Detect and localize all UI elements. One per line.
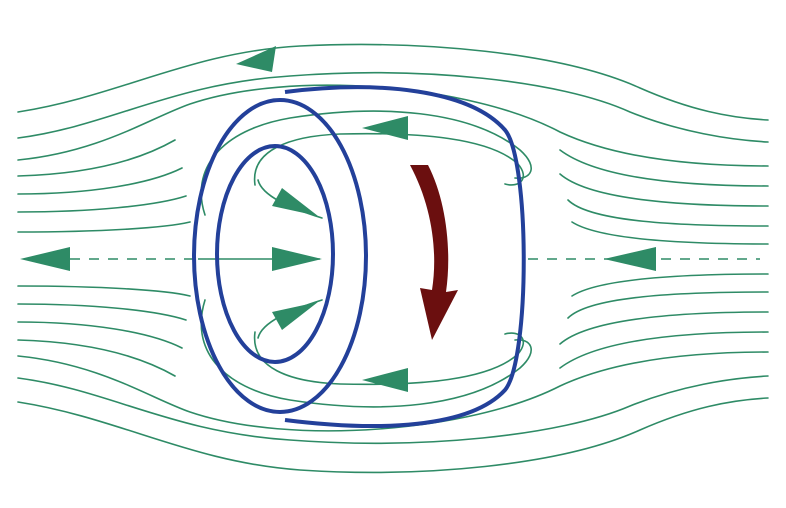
- streamline-lower-3: [17, 351, 769, 432]
- arrow-inner-upper: [272, 188, 318, 216]
- streamline-upper-5: [17, 167, 769, 207]
- vortex-ring: [192, 85, 526, 429]
- arrow-top-left: [236, 46, 276, 72]
- streamline-upper-2: [17, 72, 769, 143]
- streamline-upper-7: [17, 221, 769, 245]
- streamline-lower-4: [17, 331, 769, 377]
- streamline-lower-2: [17, 375, 769, 444]
- streamline-upper-4: [17, 139, 769, 187]
- flow-arrowheads: [20, 46, 656, 392]
- ring-outer-body: [284, 85, 526, 429]
- streamline-lower-1: [17, 397, 769, 474]
- recirc-upper-outer: [200, 110, 532, 216]
- streamline-lower-7: [17, 273, 769, 297]
- ring-front-outer-rim: [192, 98, 368, 414]
- rotation-arrow: [410, 165, 458, 340]
- recirc-lower-inner: [253, 331, 524, 386]
- recirc-lower-outer: [200, 299, 532, 408]
- streamline-upper-1: [17, 43, 769, 121]
- streamline-lower-6: [17, 291, 769, 321]
- arrow-center: [272, 247, 322, 271]
- arrow-axis-left: [20, 247, 70, 271]
- recirc-upper-inner: [253, 132, 524, 186]
- streamline-upper-6: [17, 195, 769, 227]
- arrow-lower-recirc: [362, 368, 408, 392]
- external-streamlines: [17, 43, 769, 474]
- arrow-inner-lower: [272, 302, 318, 330]
- ring-front-inner-rim: [215, 144, 335, 364]
- arrow-upper-recirc: [362, 116, 408, 140]
- streamline-lower-5: [17, 311, 769, 349]
- arrow-axis-right: [604, 247, 656, 271]
